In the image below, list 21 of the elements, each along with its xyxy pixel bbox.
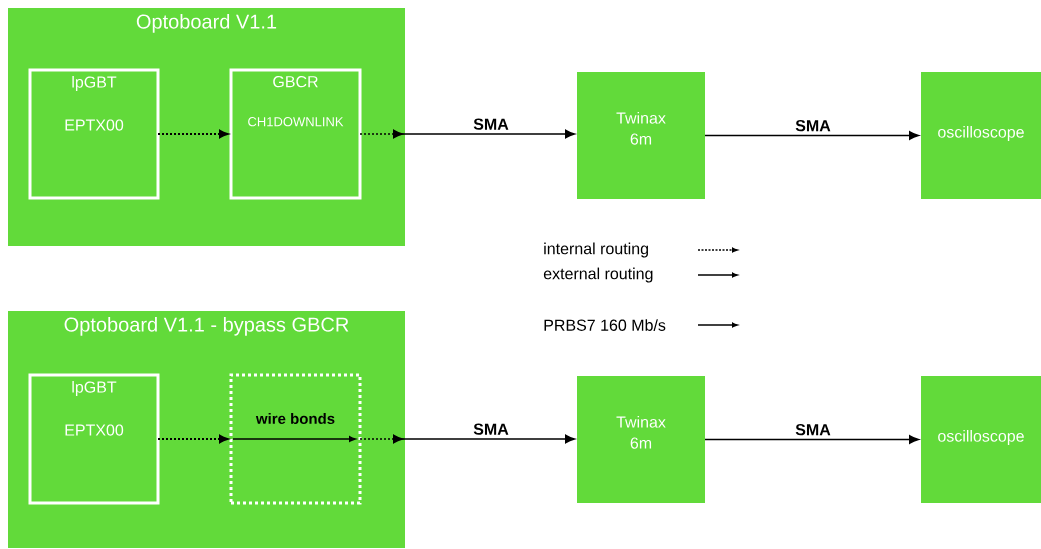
edge-label: SMA <box>794 423 832 437</box>
arrow <box>359 434 575 444</box>
chip-box: lpGBT EPTX00 <box>28 373 160 505</box>
device-box: Twinax 6m <box>577 72 705 199</box>
chip-box: GBCR CH1DOWNLINK <box>229 68 362 200</box>
arrow <box>157 434 229 444</box>
device-box: oscilloscope <box>921 376 1041 503</box>
legend-text: internal routing <box>544 242 648 258</box>
device-box: oscilloscope <box>921 72 1041 199</box>
edge-label: SMA <box>472 117 510 131</box>
arrow <box>704 435 919 444</box>
chip-box: lpGBT EPTX00 <box>28 68 160 200</box>
arrow <box>359 129 575 139</box>
device-box: Twinax 6m <box>577 376 705 503</box>
edge-label: SMA <box>472 422 510 436</box>
arrow <box>704 131 919 140</box>
arrow <box>157 129 229 139</box>
legend-text: PRBS7 160 Mb/s <box>544 319 666 331</box>
legend-text: external routing <box>543 267 653 283</box>
edge-label: SMA <box>794 119 832 133</box>
bypass-box: wire bonds <box>229 373 362 505</box>
